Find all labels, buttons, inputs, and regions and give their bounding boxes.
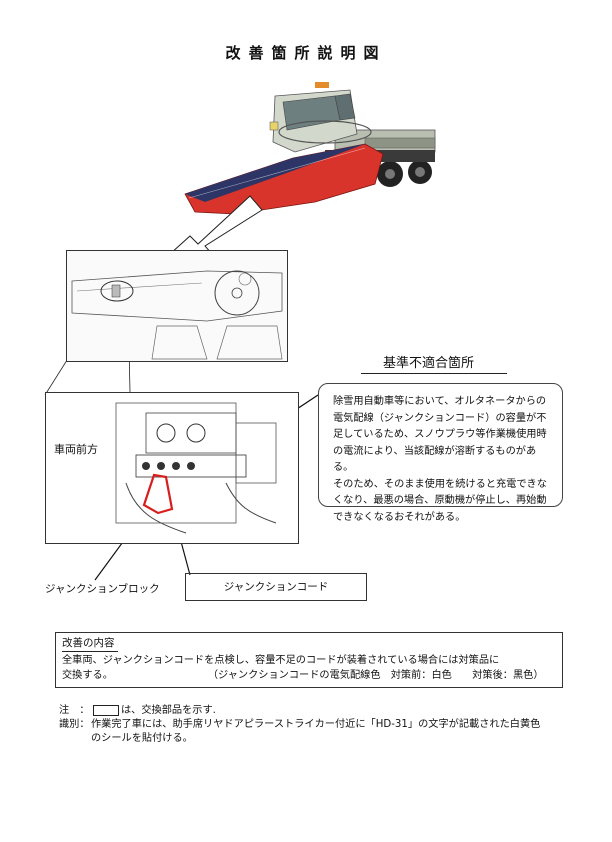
improvement-heading: 改善の内容 (62, 637, 115, 649)
engine-bay-detail (45, 392, 299, 544)
note-key: 注 ： (59, 705, 90, 716)
cab-interior-detail (66, 250, 288, 362)
improvement-line-start: 交換する。 (62, 670, 113, 681)
description-line: そのため、そのまま使用を続けると充電できな (333, 478, 547, 490)
heading-underline (361, 373, 507, 374)
replacement-part-swatch (93, 704, 119, 716)
improvement-line: 全車両、ジャンクションコードを点検し、容量不足のコードが装着されている場合には対… (62, 655, 500, 666)
nonconformity-description: 除雪用自動車等において、オルタネータからの 電気配線（ジャンクションコード）の容… (318, 383, 563, 523)
identification-row: 識別： 作業完了車には、助手席リヤドアピラーストライカー付近に「HD-31」の文… (59, 718, 540, 732)
description-line: 除雪用自動車等において、オルタネータからの (333, 396, 547, 407)
description-line: 電気配線（ジャンクションコード）の容量が不 (333, 412, 547, 424)
identification-text-cont: のシールを貼付ける。 (91, 733, 193, 744)
improvement-line: 交換する。 （ジャンクションコードの電気配線色 対策前：白色 対策後：黒色） (62, 668, 556, 683)
heading-underline (62, 651, 118, 652)
junction-cord-highlight (142, 473, 174, 515)
cab-interior-drawing (71, 270, 283, 360)
junction-block-drawing (115, 402, 277, 534)
description-line: の電流により、当該配線が溶断するものがある。 (333, 445, 537, 474)
note-row: 注 ： は、交換部品を示す. (59, 704, 540, 718)
description-line: くなり、最悪の場合、原動機が停止し、再始動 (333, 495, 547, 506)
identification-key: 識別： (59, 719, 90, 730)
vehicle-front-label: 車両前方 (54, 443, 98, 456)
improvement-box: 改善の内容 全車両、ジャンクションコードを点検し、容量不足のコードが装着されてい… (55, 632, 563, 688)
description-line: できなくなるおそれがある。 (333, 511, 466, 523)
wire-color-detail: （ジャンクションコードの電気配線色 対策前：白色 対策後：黒色） (212, 670, 544, 681)
page-title: 改善箇所説明図 (225, 44, 387, 62)
junction-block-label: ジャンクションブロック (45, 583, 160, 595)
note-body: は、交換部品を示す. (91, 704, 216, 718)
snowplow-truck-illustration (184, 82, 436, 214)
description-line: 足しているため、スノウプラウ等作業機使用時 (333, 429, 547, 440)
note-text: は、交換部品を示す. (121, 705, 216, 716)
junction-cord-label: ジャンクションコード (185, 573, 367, 601)
nonconformity-heading: 基準不適合箇所 (383, 356, 475, 371)
identification-text: 作業完了車には、助手席リヤドアピラーストライカー付近に「HD-31」の文字が記載… (91, 719, 541, 730)
notes-section: 注 ： は、交換部品を示す. 識別： 作業完了車には、助手席リヤドアピラーストラ… (59, 704, 540, 746)
